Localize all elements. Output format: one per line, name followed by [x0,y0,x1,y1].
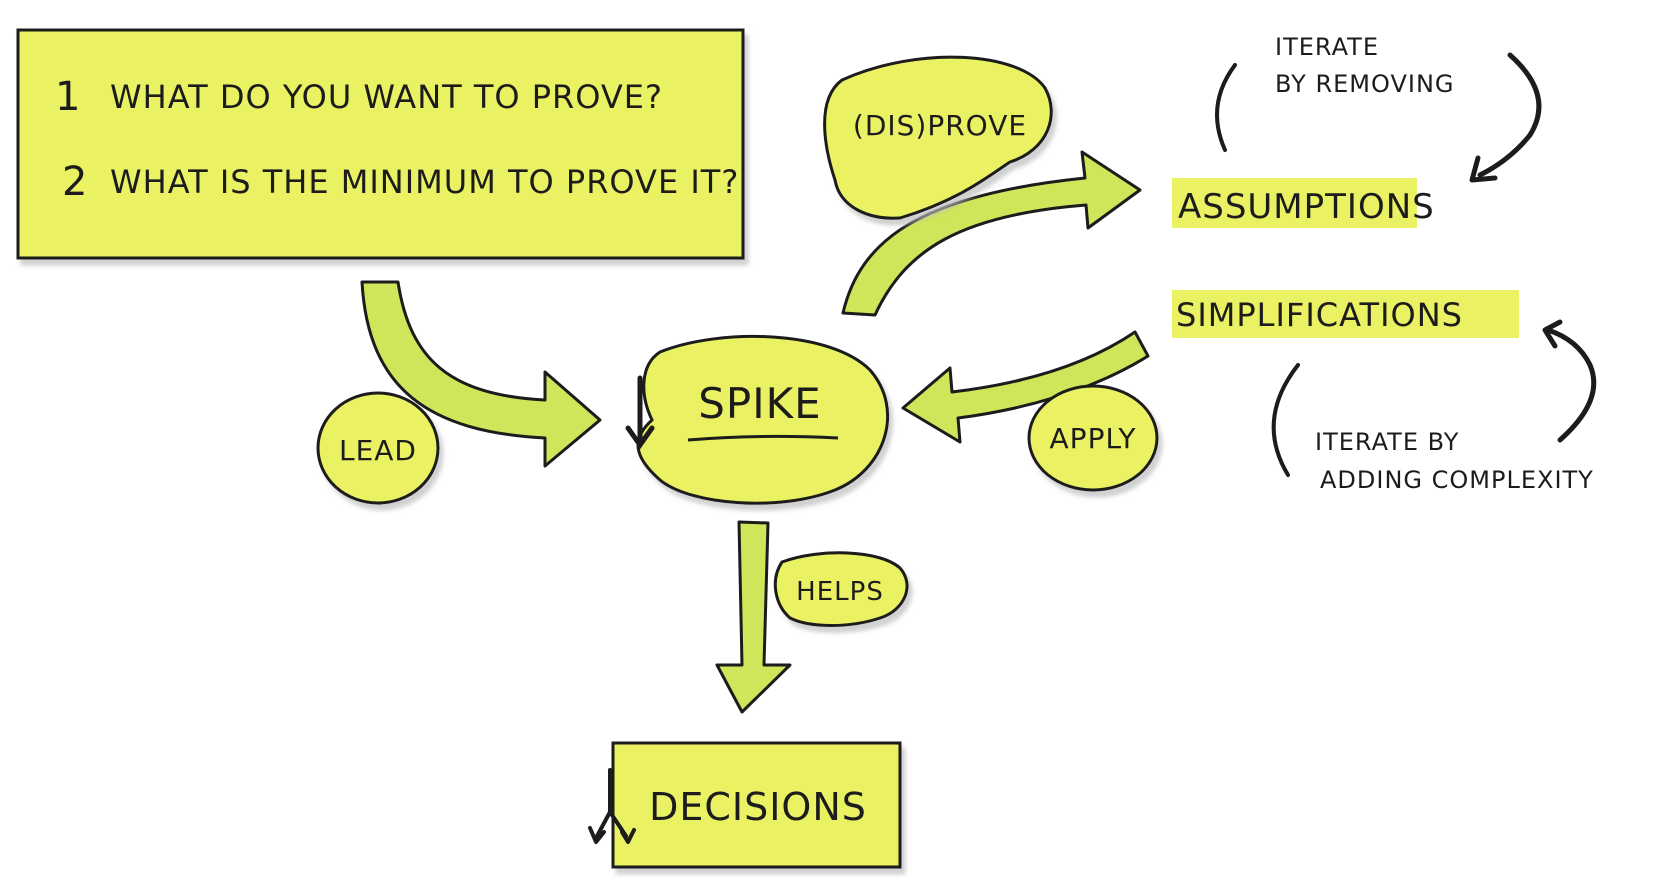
remove-loop-arrow-icon [1477,52,1542,178]
spike-node: SPIKE [625,334,890,505]
question-1-number: 1 [55,74,81,120]
questions-box: 1 WHAT DO YOU WANT TO PROVE? 2 WHAT IS T… [16,28,745,260]
add-loop-left-bracket [1271,363,1300,477]
simplifications-highlight [1172,290,1519,338]
helps-arrow [715,520,792,714]
spike-down-arrow-icon [625,375,655,450]
disprove-label: (DIS)PROVE [853,109,1027,142]
helps-label: HELPS [796,577,884,607]
question-2-number: 2 [62,159,88,205]
question-2-text: WHAT IS THE MINIMUM TO PROVE IT? [110,163,739,201]
assumptions-label: ASSUMPTIONS [1178,187,1435,227]
spike-underline [687,434,839,442]
questions-box-bg [16,28,745,260]
helps-bubble: HELPS [773,551,909,627]
remove-loop-line2: BY REMOVING [1275,70,1455,98]
helps-bubble-shape [773,551,909,627]
remove-loop: ITERATE BY REMOVING [1215,33,1542,183]
apply-arrow [901,330,1150,444]
add-loop-line1: ITERATE BY [1315,428,1459,456]
simplifications-label: SIMPLIFICATIONS [1176,296,1463,334]
add-loop-arrowhead-icon [1542,319,1563,349]
lead-arrow [360,280,602,468]
helps-arrow-shape [715,520,792,714]
apply-bubble: APPLY [1027,384,1159,492]
remove-loop-arrowhead-icon [1469,155,1498,183]
assumptions-highlight [1172,178,1417,228]
disprove-arrow-shape [841,150,1142,317]
lead-bubble: LEAD [316,391,440,505]
add-loop-line2: ADDING COMPLEXITY [1320,466,1594,494]
lead-arrow-shape [360,280,602,468]
remove-loop-left-bracket [1215,63,1237,152]
disprove-arrow [841,150,1142,317]
decisions-node: DECISIONS [588,741,902,869]
add-loop-arrow-icon [1545,327,1597,443]
disprove-bubble: (DIS)PROVE [823,55,1053,220]
decisions-label: DECISIONS [649,785,867,829]
decisions-box [611,741,902,869]
lead-bubble-shape [316,391,440,505]
assumptions-node: ASSUMPTIONS [1172,178,1435,228]
disprove-bubble-shape [823,55,1053,220]
fork-icon [588,768,636,844]
apply-label: APPLY [1050,422,1137,455]
spike-node-shape [636,334,890,505]
apply-bubble-shape [1027,384,1159,492]
question-1-text: WHAT DO YOU WANT TO PROVE? [110,78,663,116]
spike-label: SPIKE [698,379,821,428]
add-loop: ITERATE BY ADDING COMPLEXITY [1271,319,1597,494]
remove-loop-line1: ITERATE [1275,33,1379,61]
lead-label: LEAD [339,434,417,467]
simplifications-node: SIMPLIFICATIONS [1172,290,1519,338]
apply-arrow-shape [901,330,1150,444]
